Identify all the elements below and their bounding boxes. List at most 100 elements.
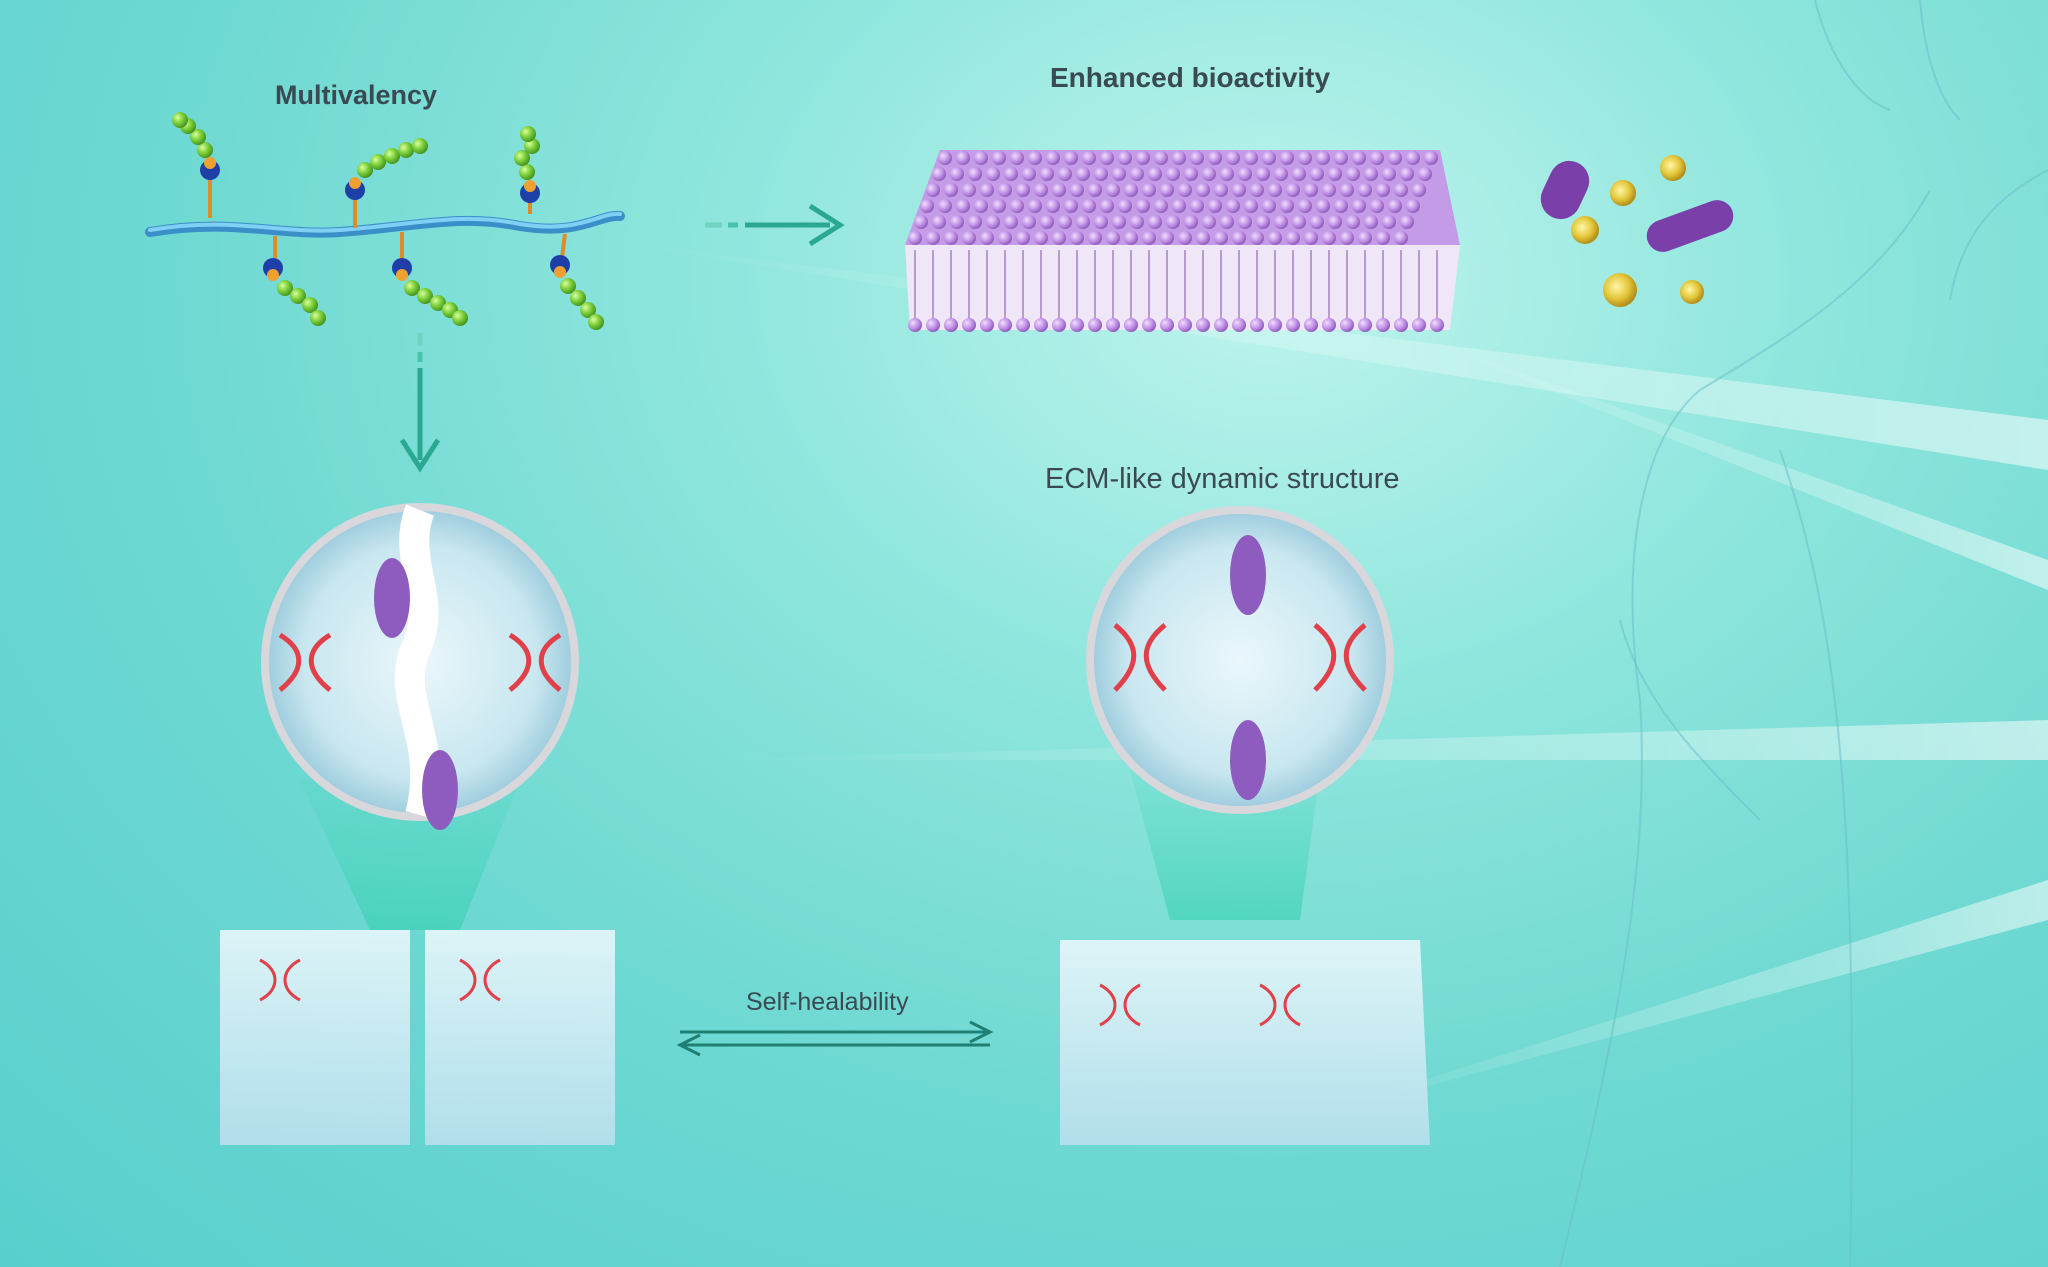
lipid-head <box>1406 151 1420 165</box>
lipid-head <box>1256 215 1270 229</box>
lipid-head <box>1286 183 1300 197</box>
lipid-head <box>1046 199 1060 213</box>
lipid-head <box>1196 231 1210 245</box>
lipid-head <box>1364 167 1378 181</box>
lipid-head <box>1376 318 1390 332</box>
lipid-head <box>1388 199 1402 213</box>
lipid-head <box>1040 167 1054 181</box>
lipid-head <box>1250 318 1264 332</box>
lipid-head <box>1184 215 1198 229</box>
lipid-head <box>920 199 934 213</box>
lipid-head <box>1004 215 1018 229</box>
lipid-head <box>1244 151 1258 165</box>
lipid-head <box>1226 151 1240 165</box>
lipid-head <box>998 231 1012 245</box>
lipid-head <box>1112 215 1126 229</box>
hydrogel-block-icon <box>1060 940 1430 1145</box>
lipid-head <box>1376 183 1390 197</box>
lipid-head <box>1088 231 1102 245</box>
lipid-membrane-icon <box>905 150 1460 332</box>
lipid-head <box>1406 199 1420 213</box>
lipid-head <box>992 151 1006 165</box>
lipid-head <box>1370 199 1384 213</box>
lipid-head <box>1058 167 1072 181</box>
lipid-head <box>1238 215 1252 229</box>
lipid-head <box>1280 199 1294 213</box>
lipid-head <box>1046 151 1060 165</box>
lipid-head <box>1058 215 1072 229</box>
lipid-head <box>968 167 982 181</box>
lipid-head <box>1364 215 1378 229</box>
lipid-head <box>1304 318 1318 332</box>
lipid-head <box>1124 231 1138 245</box>
lipid-head <box>992 199 1006 213</box>
lipid-head <box>1382 167 1396 181</box>
lipid-head <box>1328 215 1342 229</box>
lipid-head <box>926 318 940 332</box>
lipid-head <box>1340 183 1354 197</box>
lipid-head <box>926 231 940 245</box>
lipid-head <box>1304 183 1318 197</box>
lipid-head <box>1106 183 1120 197</box>
arrow-down <box>399 333 441 473</box>
lipid-head <box>1250 183 1264 197</box>
lipid-head <box>962 231 976 245</box>
lipid-head <box>1358 318 1372 332</box>
magnifier-circle-icon <box>261 503 579 930</box>
lipid-head <box>1028 151 1042 165</box>
lipid-head <box>962 183 976 197</box>
lipid-head <box>1418 167 1432 181</box>
lipid-head <box>1304 231 1318 245</box>
lipid-head <box>1412 183 1426 197</box>
lipid-head <box>1286 318 1300 332</box>
lipid-head <box>1148 215 1162 229</box>
lipid-head <box>1196 183 1210 197</box>
multivalency-label: Multivalency <box>275 80 438 110</box>
lipid-head <box>1004 167 1018 181</box>
lipid-head <box>1334 151 1348 165</box>
lipid-head <box>980 183 994 197</box>
lipid-head <box>1166 215 1180 229</box>
hydrogel-block-icon <box>220 930 615 1145</box>
lipid-head <box>1274 215 1288 229</box>
lipid-head <box>938 199 952 213</box>
lipid-head <box>956 199 970 213</box>
lipid-head <box>1094 215 1108 229</box>
lipid-head <box>1010 199 1024 213</box>
lipid-head <box>1292 215 1306 229</box>
lipid-head <box>974 199 988 213</box>
magnifier-circle-icon <box>1086 506 1394 920</box>
lipid-head <box>1388 151 1402 165</box>
lipid-head <box>1172 151 1186 165</box>
arrow-right <box>705 203 845 247</box>
lipid-head <box>1052 183 1066 197</box>
lipid-head <box>1358 183 1372 197</box>
lipid-head <box>1124 318 1138 332</box>
lipid-head <box>986 215 1000 229</box>
lipid-head <box>1328 167 1342 181</box>
lipid-head <box>1334 199 1348 213</box>
lipid-head <box>1076 215 1090 229</box>
lipid-head <box>1274 167 1288 181</box>
lipid-head <box>1340 231 1354 245</box>
lipid-head <box>1226 199 1240 213</box>
lipid-head <box>986 167 1000 181</box>
lipid-head <box>1178 183 1192 197</box>
lipid-head <box>1064 151 1078 165</box>
lipid-head <box>908 318 922 332</box>
lipid-head <box>1052 318 1066 332</box>
lipid-head <box>1262 151 1276 165</box>
lipid-head <box>1322 183 1336 197</box>
lipid-head <box>1370 151 1384 165</box>
lipid-head <box>1262 199 1276 213</box>
lipid-head <box>1322 231 1336 245</box>
lipid-head <box>1268 318 1282 332</box>
lipid-head <box>1010 151 1024 165</box>
lipid-head <box>950 215 964 229</box>
lipid-head <box>1184 167 1198 181</box>
lipid-head <box>1166 167 1180 181</box>
lipid-head <box>1034 183 1048 197</box>
lipid-head <box>956 151 970 165</box>
lipid-head <box>1316 199 1330 213</box>
lipid-head <box>1214 318 1228 332</box>
